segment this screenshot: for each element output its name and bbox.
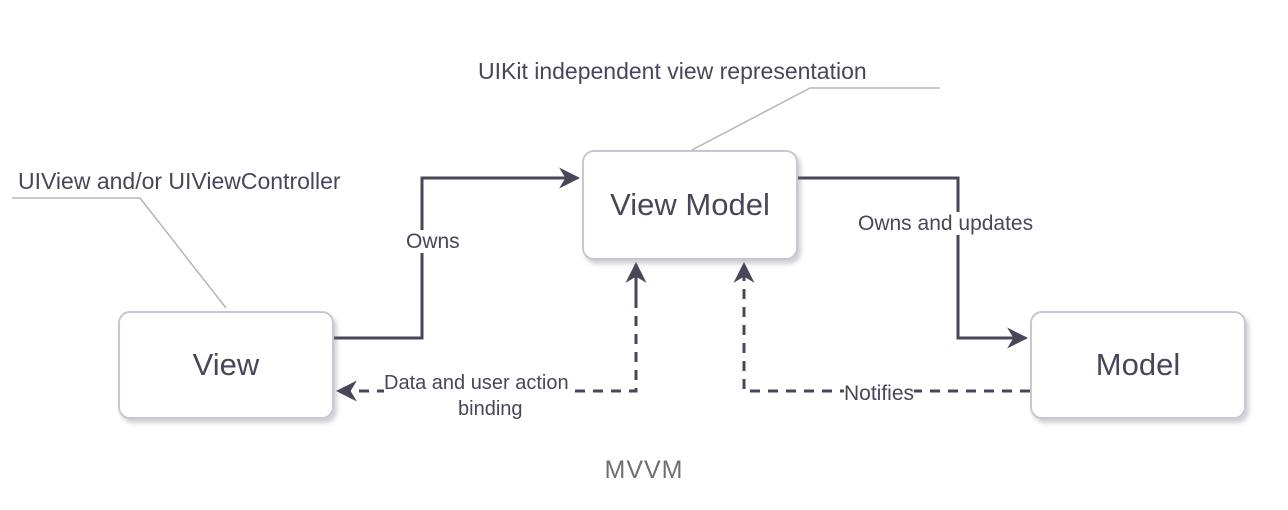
edge-label-owns-and-updates: Owns and updates bbox=[858, 212, 1034, 236]
edge-view-owns-vm bbox=[334, 167, 581, 340]
view-node: View bbox=[118, 311, 334, 419]
edge-vm-owns-model bbox=[798, 176, 1029, 349]
view-model-node: View Model bbox=[582, 150, 798, 260]
edge-label-binding-line2: binding bbox=[458, 398, 523, 420]
view-note: UIView and/or UIViewController bbox=[18, 168, 341, 194]
vm-note-leader bbox=[691, 87, 940, 151]
edge-label-binding-line1: Data and user action bbox=[384, 372, 569, 394]
edge-model-notifies-vm bbox=[733, 261, 1030, 393]
view-model-note: UIKit independent view representation bbox=[478, 58, 867, 84]
edge-label-notifies: Notifies bbox=[844, 382, 915, 406]
diagram-caption: MVVM bbox=[604, 456, 684, 484]
edge-label-owns: Owns bbox=[406, 230, 460, 254]
view-note-leader bbox=[12, 197, 227, 309]
model-node: Model bbox=[1030, 311, 1246, 419]
